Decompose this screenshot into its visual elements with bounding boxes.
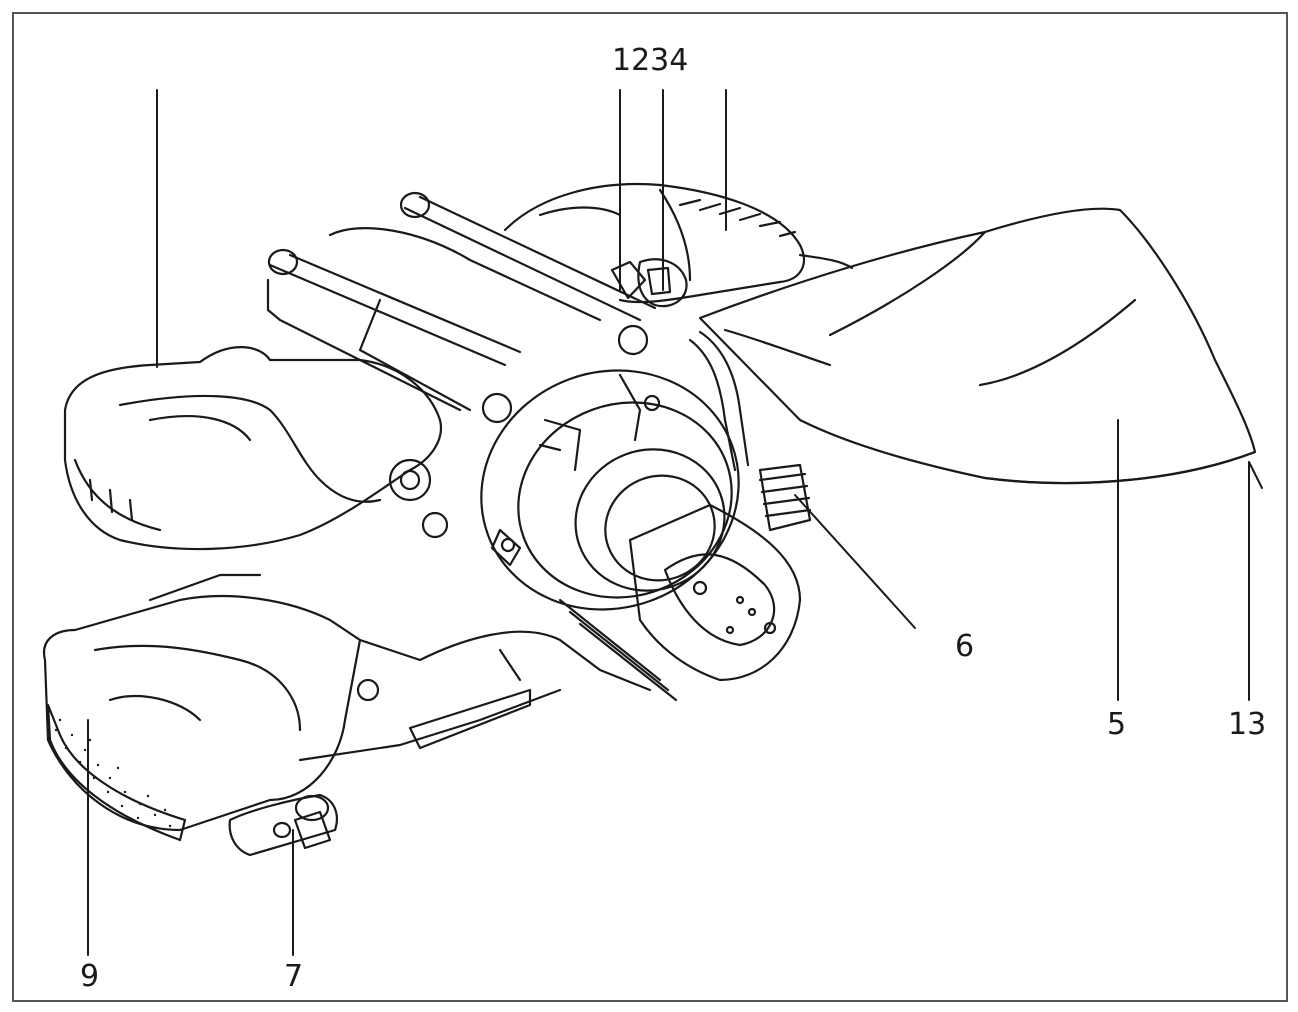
label-5: 5	[1107, 707, 1127, 742]
top-rails	[266, 191, 657, 424]
leader-lines	[87, 89, 1263, 956]
tension-knob	[228, 793, 338, 857]
label-1234: 1234	[612, 43, 689, 78]
front-handle	[63, 346, 449, 551]
motor-housing	[503, 182, 854, 308]
dust-bag	[698, 207, 1257, 485]
label-13: 13	[1228, 707, 1267, 742]
figure-frame	[12, 12, 1288, 1002]
ribbed-block	[558, 463, 812, 702]
label-7: 7	[284, 959, 304, 994]
belt-texture	[54, 718, 172, 830]
dust-spout	[628, 330, 802, 682]
base-platen	[42, 573, 652, 832]
label-6: 6	[955, 629, 975, 664]
label-9: 9	[80, 959, 100, 994]
sanding-belt	[46, 703, 187, 842]
front-disc	[480, 369, 740, 611]
